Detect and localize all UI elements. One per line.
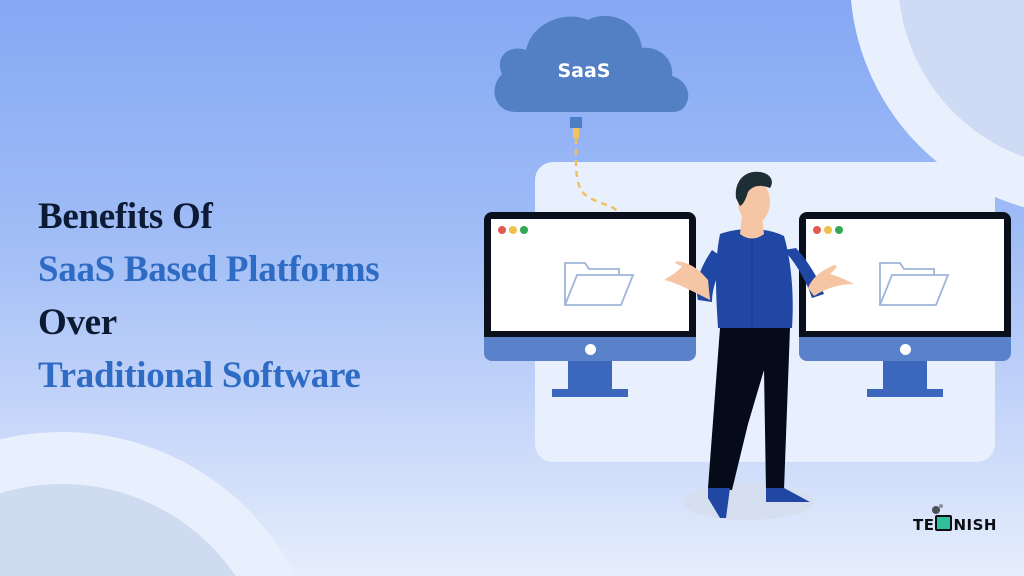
headline-line-3: Over	[38, 302, 117, 343]
headline-line-2: SaaS Based Platforms	[38, 249, 380, 290]
left-monitor	[484, 212, 696, 402]
headline-line-1: Benefits Of	[38, 196, 213, 237]
folder-icon	[563, 262, 635, 306]
headline-line-4: Traditional Software	[38, 355, 361, 396]
monitor-stand-foot	[552, 389, 628, 397]
folder-icon	[878, 262, 950, 306]
power-button-icon	[585, 344, 596, 355]
window-minimize-dot-icon	[824, 226, 832, 234]
decorative-ring-bottom-left	[0, 432, 324, 576]
monitor-bezel	[484, 337, 696, 361]
right-monitor	[799, 212, 1011, 402]
monitor-window	[806, 219, 1004, 331]
window-close-dot-icon	[498, 226, 506, 234]
cloud-icon	[494, 15, 689, 112]
logo-text-prefix: TE	[913, 516, 935, 534]
monitor-bezel	[799, 337, 1011, 361]
tecnish-logo: TE NISH	[913, 503, 997, 543]
monitor-stand-neck	[883, 361, 927, 389]
person-illustration	[664, 171, 854, 520]
headline: Benefits Of SaaS Based Platforms Over Tr…	[38, 190, 380, 402]
monitor-screen	[484, 212, 696, 337]
monitor-window	[491, 219, 689, 331]
monitor-screen	[799, 212, 1011, 337]
monitor-stand-neck	[568, 361, 612, 389]
monitor-c-logo-icon	[935, 515, 953, 531]
cable-icon	[570, 117, 619, 213]
saas-cloud: SaaS	[488, 8, 694, 114]
logo-text: TE NISH	[913, 515, 997, 534]
window-minimize-dot-icon	[509, 226, 517, 234]
gear-icon	[932, 504, 943, 514]
power-button-icon	[900, 344, 911, 355]
window-maximize-dot-icon	[520, 226, 528, 234]
window-maximize-dot-icon	[835, 226, 843, 234]
monitor-stand-foot	[867, 389, 943, 397]
window-close-dot-icon	[813, 226, 821, 234]
cloud-label: SaaS	[557, 60, 611, 82]
logo-text-suffix: NISH	[953, 516, 997, 534]
